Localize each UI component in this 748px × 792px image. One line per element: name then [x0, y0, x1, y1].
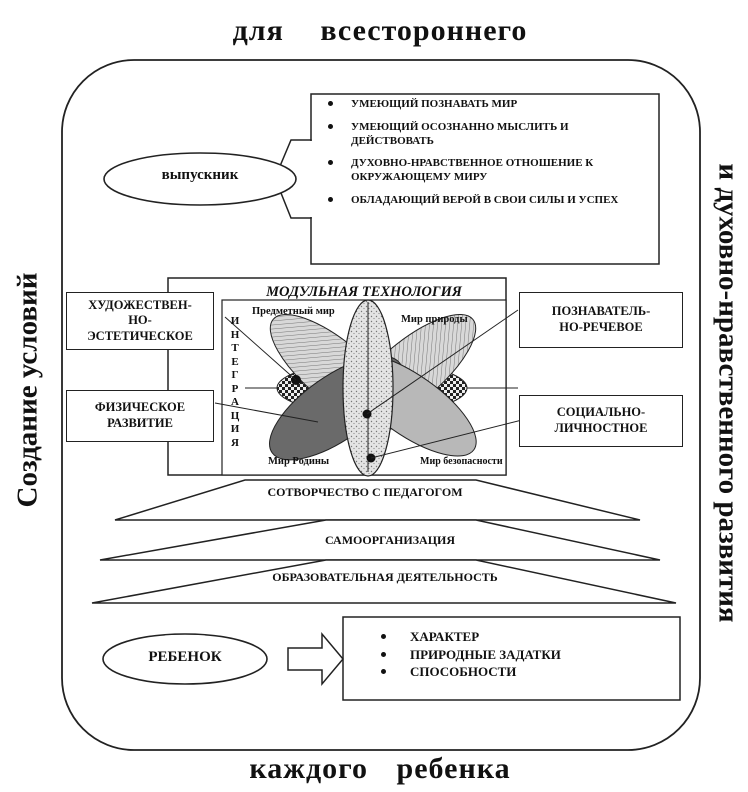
graduate-traits-list: УМЕЮЩИЙ ПОЗНАВАТЬ МИР УМЕЮЩИЙ ОСОЗНАННО …	[316, 98, 646, 217]
child-trait: ПРИРОДНЫЕ ЗАДАТКИ	[378, 646, 561, 664]
world-homeland-label: Мир Родины	[268, 456, 330, 467]
activity-layers	[91, 479, 677, 604]
top-heading: для всестороннего	[232, 14, 528, 47]
area-social-box: СОЦИАЛЬНО-ЛИЧНОСТНОЕ	[519, 395, 683, 447]
layer-selforg-label: САМООРГАНИЗАЦИЯ	[324, 533, 456, 547]
graduate-trait: УМЕЮЩИЙ ОСОЗНАННО МЫСЛИТЬ И ДЕЙСТВОВАТЬ	[316, 121, 646, 149]
bottom-heading: каждого ребенка	[249, 752, 511, 785]
graduate-trait: ОБЛАДАЮЩИЙ ВЕРОЙ В СВОИ СИЛЫ И УСПЕХ	[316, 194, 646, 208]
integration-label: И Н Т Е Г Р А Ц И Я	[230, 315, 240, 449]
world-subject-label: Предметный мир	[252, 306, 335, 317]
area-cognitive-box: ПОЗНАВАТЕЛЬ-НО-РЕЧЕВОЕ	[519, 292, 683, 348]
graduate-trait: УМЕЮЩИЙ ПОЗНАВАТЬ МИР	[316, 98, 646, 112]
child-callout	[102, 616, 681, 701]
world-safety-label: Мир безопасности	[420, 456, 503, 467]
graduate-trait: ДУХОВНО-НРАВСТВЕННОЕ ОТНОШЕНИЕ К ОКРУЖАЮ…	[316, 157, 646, 185]
right-side-text: и духовно-нравственного развития	[712, 163, 745, 623]
area-physical-box: ФИЗИЧЕСКОЕ РАЗВИТИЕ	[66, 390, 214, 442]
child-trait: ХАРАКТЕР	[378, 628, 561, 646]
layer-cocreation-label: СОТВОРЧЕСТВО С ПЕДАГОГОМ	[267, 485, 463, 499]
left-side-text: Создание условий	[11, 272, 44, 508]
technology-title: МОДУЛЬНАЯ ТЕХНОЛОГИЯ	[266, 284, 462, 300]
graduate-label: выпускник	[161, 167, 239, 183]
child-traits-list: ХАРАКТЕР ПРИРОДНЫЕ ЗАДАТКИ СПОСОБНОСТИ	[378, 628, 561, 681]
worlds-flower	[214, 299, 531, 477]
outer-frame	[61, 59, 701, 751]
layer-education-label: ОБРАЗОВАТЕЛЬНАЯ ДЕЯТЕЛЬНОСТЬ	[272, 570, 498, 584]
child-trait: СПОСОБНОСТИ	[378, 663, 561, 681]
child-label: РЕБЕНОК	[148, 649, 222, 665]
world-nature-label: Мир природы	[401, 314, 468, 325]
graduate-callout	[103, 93, 660, 265]
area-artistic-box: ХУДОЖЕСТВЕН-НО-ЭСТЕТИЧЕСКОЕ	[66, 292, 214, 350]
